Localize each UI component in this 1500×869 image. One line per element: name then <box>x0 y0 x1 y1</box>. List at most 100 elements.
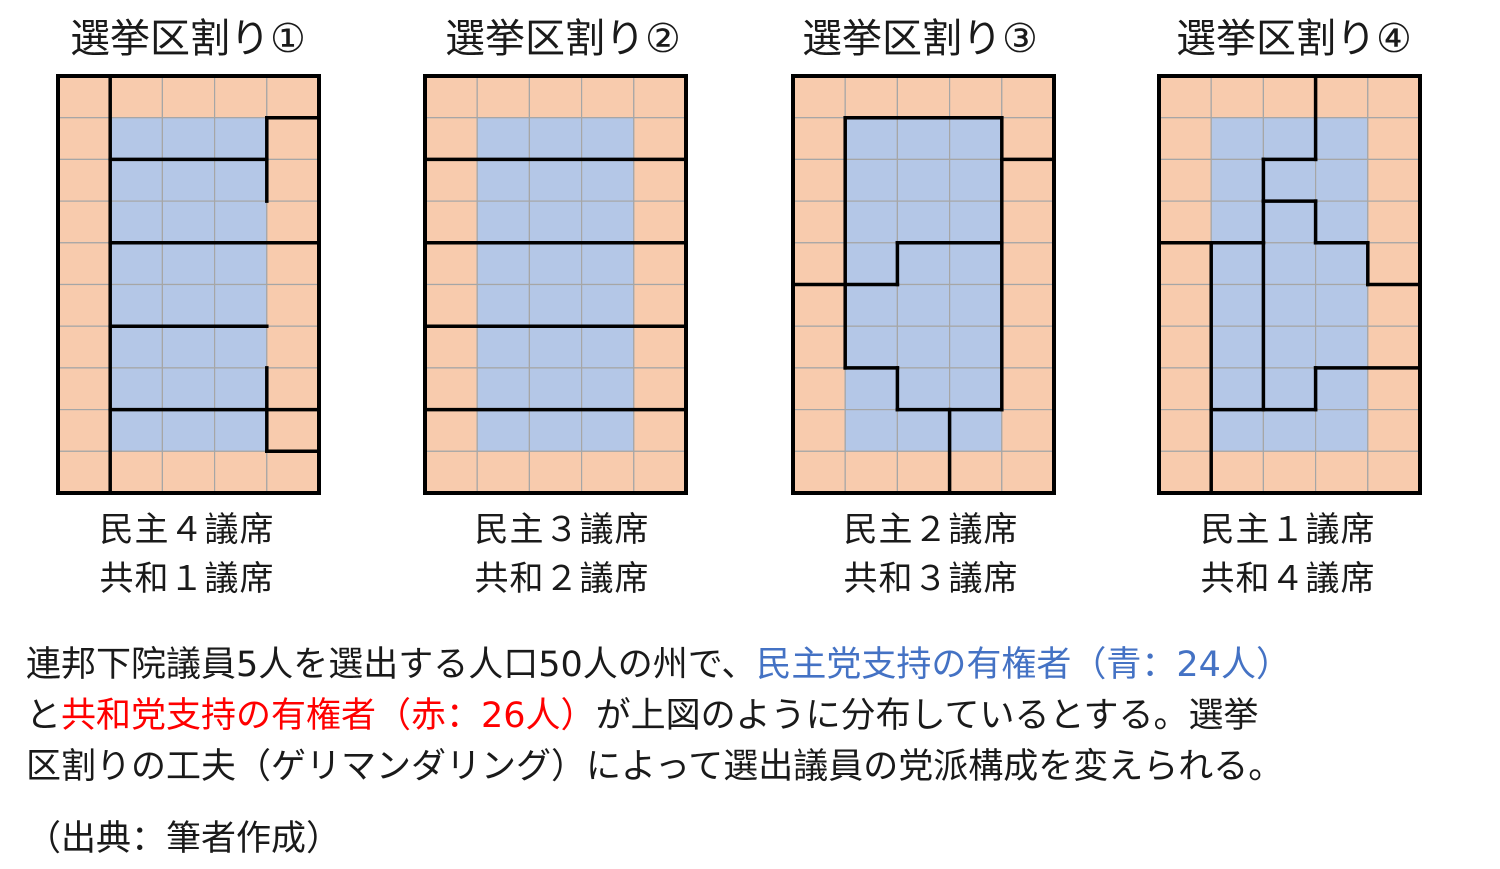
democrat-voter-cell <box>1315 283 1369 327</box>
republican-voter-cell <box>792 409 846 452</box>
democrat-voter-cell <box>949 158 1003 202</box>
republican-voter-cell <box>161 450 216 494</box>
republican-voter-cell <box>109 75 164 119</box>
republican-voter-cell <box>1367 242 1421 286</box>
democrat-voter-cell <box>476 283 531 327</box>
republican-voter-cell <box>57 200 111 244</box>
republican-voter-cell <box>214 75 268 119</box>
democrat-voter-cell <box>1210 325 1265 369</box>
republican-voter-cell <box>528 450 583 494</box>
democrat-seats-4: 民主１議席 <box>1200 510 1376 550</box>
republican-voter-cell <box>57 325 111 369</box>
democrat-voter-cell <box>161 325 216 369</box>
republican-voter-cell <box>1367 409 1421 452</box>
republican-voter-cell <box>57 117 111 161</box>
democrat-voter-cell <box>949 242 1003 286</box>
republican-voter-cell <box>633 283 687 327</box>
republican-voter-cell <box>1001 367 1055 411</box>
caption-line-1: 連邦下院議員5人を選出する人口50人の州で、民主党支持の有権者（青：24人） <box>26 640 1491 691</box>
republican-voter-cell <box>266 450 320 494</box>
republican-voter-cell <box>424 450 478 494</box>
democrat-voter-cell <box>896 283 951 327</box>
democrat-seats-3: 民主２議席 <box>843 510 1019 550</box>
democrat-voter-cell <box>109 117 164 161</box>
republican-voter-cell <box>1367 75 1421 119</box>
democrat-voter-cell <box>949 200 1003 244</box>
democrat-voter-cell <box>844 117 899 161</box>
district-grid-4 <box>1157 74 1422 495</box>
republican-voter-cell <box>424 75 478 119</box>
democrat-voter-cell <box>476 242 531 286</box>
democrat-voter-cell <box>896 158 951 202</box>
democrat-voter-cell <box>1262 117 1317 161</box>
democrat-voter-cell <box>528 283 583 327</box>
republican-voter-cell <box>1315 450 1369 494</box>
democrat-voter-cell <box>161 367 216 411</box>
democrat-voter-cell <box>581 283 635 327</box>
republican-voter-cell <box>1158 283 1212 327</box>
democrat-seats-1: 民主４議席 <box>99 510 275 550</box>
democrat-voter-cell <box>528 325 583 369</box>
democrat-voter-cell <box>214 242 268 286</box>
democrat-voter-cell <box>109 325 164 369</box>
democrat-voter-cell <box>1315 200 1369 244</box>
democrat-voter-cell <box>1262 158 1317 202</box>
democrat-voter-cell <box>109 158 164 202</box>
republican-voter-cell <box>633 242 687 286</box>
caption-text-1: 連邦下院議員5人を選出する人口50人の州で、 <box>26 645 757 685</box>
democrat-voter-cell <box>476 200 531 244</box>
republican-voter-cell <box>633 367 687 411</box>
democrat-voter-cell <box>896 325 951 369</box>
republican-voter-cell <box>1001 158 1055 202</box>
republican-voter-cell <box>896 450 951 494</box>
caption-text-2: と <box>26 696 62 736</box>
republican-voter-cell <box>792 75 846 119</box>
democrat-voter-cell <box>109 283 164 327</box>
republican-voter-cell <box>424 283 478 327</box>
republican-voter-cell <box>266 200 320 244</box>
democrat-voter-cell <box>1262 325 1317 369</box>
republican-voter-cell <box>1367 158 1421 202</box>
democrat-voter-cell <box>844 242 899 286</box>
republican-voter-cell <box>581 75 635 119</box>
democrat-voter-cell <box>896 117 951 161</box>
democrat-voter-cell <box>528 158 583 202</box>
republican-voter-cell <box>1158 117 1212 161</box>
district-grid-2 <box>423 74 688 495</box>
democrat-voter-cell <box>161 242 216 286</box>
republican-voter-cell <box>844 450 899 494</box>
democrat-voter-cell <box>844 325 899 369</box>
republican-voter-cell <box>424 409 478 452</box>
republican-voter-cell <box>1158 325 1212 369</box>
republican-voter-cell <box>1210 75 1265 119</box>
republican-seats-3: 共和３議席 <box>843 559 1019 599</box>
democrat-voter-cell <box>214 325 268 369</box>
republican-voter-cell <box>424 158 478 202</box>
democrat-voter-cell <box>949 409 1003 452</box>
republican-voter-cell <box>1158 450 1212 494</box>
democrat-voter-cell <box>1262 242 1317 286</box>
republican-voter-cell <box>528 75 583 119</box>
democrat-voter-cell <box>1262 409 1317 452</box>
state-outline <box>791 74 1056 495</box>
democrat-voter-cell <box>896 200 951 244</box>
democrat-voter-cell <box>1210 117 1265 161</box>
republican-voter-cell <box>57 450 111 494</box>
democrat-voter-cell <box>896 242 951 286</box>
republican-voter-cell <box>1367 450 1421 494</box>
republican-voter-cell <box>1001 117 1055 161</box>
democrat-voter-cell <box>581 158 635 202</box>
democrat-voter-cell <box>161 200 216 244</box>
republican-voter-cell <box>266 75 320 119</box>
democrat-voter-cell <box>476 409 531 452</box>
republican-voter-cell <box>1158 158 1212 202</box>
state-outline <box>423 74 688 495</box>
republican-voter-cell <box>424 117 478 161</box>
democrat-voter-cell <box>1315 325 1369 369</box>
caption-line-3: 区割りの工夫（ゲリマンダリング）によって選出議員の党派構成を変えられる。 <box>26 747 1284 787</box>
democrat-voter-cell <box>214 200 268 244</box>
republican-voter-cell <box>214 450 268 494</box>
democrat-voter-cell <box>1262 200 1317 244</box>
republican-voter-cell <box>424 367 478 411</box>
republican-voter-cell <box>266 242 320 286</box>
